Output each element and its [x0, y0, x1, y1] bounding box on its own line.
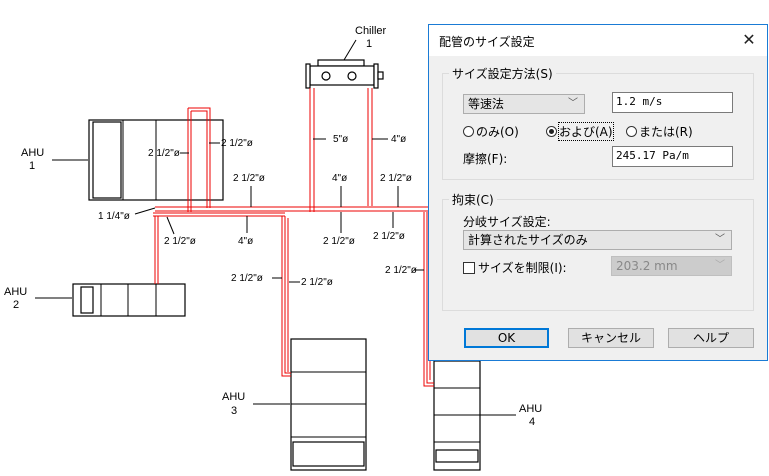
pipe-tag-bottom-1: 2 1/2"ø [164, 236, 196, 247]
radio-or-indicator[interactable] [626, 126, 637, 137]
limit-size-label: サイズを制限(I): [478, 261, 567, 275]
ahu-3[interactable] [290, 338, 367, 471]
close-icon[interactable]: ✕ [742, 30, 756, 49]
chiller-1[interactable] [305, 59, 384, 89]
pipe-sizing-dialog: 配管のサイズ設定 ✕ サイズ設定方法(S) 等速法 ﹀ 1.2 m/s のみ(O… [428, 24, 768, 361]
pipe-tag-ahu3-a: 2 1/2"ø [231, 273, 263, 284]
pipe-tag-bottom-4: 2 1/2"ø [373, 231, 405, 242]
help-button[interactable]: ヘルプ [668, 328, 754, 348]
ahu1-label-line1: AHU [21, 147, 44, 159]
pipe-tag-ahu1-a: 2 1/2"ø [148, 148, 180, 159]
pipe-tag-ahu1-b: 2 1/2"ø [221, 138, 253, 149]
chiller-label-line1: Chiller [355, 25, 387, 37]
ahu3-label-line2: 3 [231, 405, 237, 417]
pipe-tag-top-1: 2 1/2"ø [233, 173, 265, 184]
pipe-network[interactable] [153, 88, 434, 387]
constraints-group: 拘束(C) [442, 191, 754, 311]
ahu1-label-line2: 1 [29, 160, 35, 172]
ahu-1[interactable] [88, 119, 224, 201]
pipe-tag-ahu3-b: 2 1/2"ø [301, 277, 333, 288]
chiller-label-line2: 1 [366, 38, 372, 50]
friction-label: 摩擦(F): [463, 152, 508, 166]
limit-size-value: 203.2 mm [616, 259, 678, 273]
radio-and-indicator[interactable] [546, 126, 557, 137]
sizing-method-label: サイズ設定方法(S) [449, 65, 556, 82]
sizing-method-group: サイズ設定方法(S) [442, 65, 754, 180]
branch-size-select[interactable]: 計算されたサイズのみ ﹀ [463, 230, 732, 250]
ahu4-label-line2: 4 [529, 416, 535, 428]
chevron-down-icon: ﹀ [568, 98, 578, 109]
radio-and-label: および(A) [558, 122, 614, 141]
pipe-tag-top-3: 2 1/2"ø [380, 173, 412, 184]
velocity-input[interactable]: 1.2 m/s [612, 92, 733, 113]
radio-or[interactable]: または(R) [626, 123, 693, 140]
branch-size-label: 分岐サイズ設定: [463, 215, 551, 229]
radio-only-label: のみ(O) [476, 125, 519, 139]
limit-size-checkbox-box[interactable] [463, 261, 475, 274]
chevron-down-icon: ﹀ [715, 234, 725, 245]
sizing-method-value: 等速法 [468, 97, 505, 111]
radio-only[interactable]: のみ(O) [463, 123, 519, 140]
radio-and[interactable]: および(A) [546, 122, 614, 141]
constraints-label: 拘束(C) [449, 191, 497, 208]
ok-button[interactable]: OK [464, 328, 549, 348]
ahu2-label-line1: AHU [4, 286, 27, 298]
ahu4-label-line1: AHU [519, 403, 542, 415]
limit-size-select: 203.2 mm ﹀ [611, 256, 732, 276]
ahu2-label-line2: 2 [13, 299, 19, 311]
chevron-down-icon: ﹀ [715, 260, 725, 271]
pipe-tag-bottom-2: 4"ø [238, 236, 253, 247]
pipe-tag-4in-chiller: 4"ø [391, 134, 406, 145]
cancel-button[interactable]: キャンセル [568, 328, 654, 348]
pipe-tag-5in: 5"ø [333, 134, 348, 145]
radio-or-label: または(R) [639, 125, 693, 139]
branch-size-value: 計算されたサイズのみ [468, 233, 588, 247]
sizing-method-select[interactable]: 等速法 ﹀ [463, 94, 585, 114]
radio-only-indicator[interactable] [463, 126, 474, 137]
pipe-tag-ahu4: 2 1/2"ø [385, 265, 417, 276]
pipe-tag-1-1-4in: 1 1/4"ø [98, 211, 130, 222]
dialog-title-bar[interactable]: 配管のサイズ設定 ✕ [429, 25, 767, 56]
ahu3-label-line1: AHU [222, 391, 245, 403]
pipe-tag-top-2: 4"ø [332, 173, 347, 184]
ahu-2[interactable] [72, 283, 186, 317]
pipe-tag-bottom-3: 2 1/2"ø [323, 236, 355, 247]
limit-size-checkbox[interactable]: サイズを制限(I): [463, 259, 567, 276]
friction-input[interactable]: 245.17 Pa/m [612, 146, 733, 167]
chiller-leader [343, 39, 357, 61]
dialog-title: 配管のサイズ設定 [439, 35, 535, 49]
